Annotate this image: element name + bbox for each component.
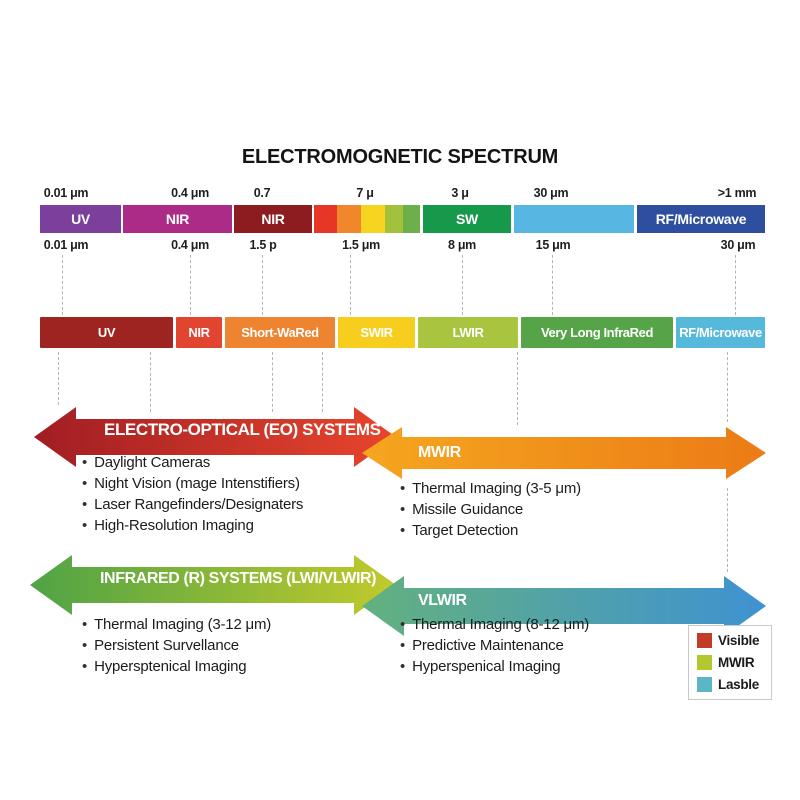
tick-label-below: 15 μm [535, 238, 571, 252]
dashed-connector [735, 255, 736, 315]
eo-systems-bullet-list: Daylight Cameras Night Vision (mage Inte… [82, 452, 303, 536]
list-item: Thermal Imaging (8-12 μm) [400, 614, 589, 635]
band-label: Short-WaRed [241, 325, 319, 340]
tick-label-below: 0.4 μm [171, 238, 209, 252]
list-item: Persistent Survellance [82, 635, 271, 656]
list-item: Laser Rangefinders/Designaters [82, 494, 303, 515]
band-segment-very-long-infrared: Very Long InfraRed [521, 317, 673, 348]
segment-label: SW [456, 211, 478, 227]
infrared-systems-bullet-list: Thermal Imaging (3-12 μm) Persistent Sur… [82, 614, 271, 677]
legend-swatch-icon [697, 677, 712, 692]
vlwir-title: VLWIR [418, 592, 467, 609]
band-segment-lwir: LWIR [418, 317, 518, 348]
band-label: LWIR [452, 325, 484, 340]
legend: Visible MWIR Lasble [688, 625, 772, 700]
band-label: UV [97, 325, 116, 340]
tick-label-above: 3 μ [451, 186, 469, 200]
spectrum-segment-rf-microwave: RF/Microwave [637, 205, 765, 233]
dashed-connector [517, 352, 518, 425]
dashed-connector [727, 352, 728, 422]
dashed-connector [272, 352, 273, 412]
list-item: Thermal Imaging (3-5 μm) [400, 478, 581, 499]
tick-label-above: 0.7 [253, 186, 271, 200]
segment-label: UV [71, 211, 90, 227]
page-title: ELECTROMOGNETIC SPECTRUM [241, 146, 559, 168]
spectrum-segment-visible-yellow [361, 205, 385, 233]
mwir-bullet-list: Thermal Imaging (3-5 μm) Missile Guidanc… [400, 478, 581, 541]
tick-label-below: 1.5 p [249, 238, 277, 252]
dashed-connector [190, 255, 191, 315]
list-item: Target Detection [400, 520, 581, 541]
spectrum-segment-lightblue [514, 205, 634, 233]
tick-label-below: 8 μm [448, 238, 476, 252]
list-item: High-Resolution Imaging [82, 515, 303, 536]
spectrum-segment-visible-orange [337, 205, 361, 233]
tick-label-below: 0.01 μm [43, 238, 89, 252]
band-segment-short-wared: Short-WaRed [225, 317, 335, 348]
legend-swatch-icon [697, 655, 712, 670]
tick-label-above: 30 μm [533, 186, 569, 200]
tick-label-above: >1 mm [717, 186, 757, 200]
spectrum-segment-visible-green [403, 205, 420, 233]
segment-label: RF/Microwave [655, 211, 747, 227]
band-label: Very Long InfraRed [541, 325, 653, 340]
tick-label-above: 0.4 μm [171, 186, 209, 200]
infrared-systems-arrow [30, 555, 396, 615]
eo-systems-title: ELECTRO-OPTICAL (EO) SYSTEMS [104, 420, 381, 439]
band-label: NIR [188, 325, 210, 340]
legend-item-lasble: Lasble [697, 677, 771, 692]
legend-label: MWIR [718, 655, 755, 670]
infrared-systems-title: INFRARED (R) SYSTEMS (LWI/VLWIR) [100, 570, 377, 587]
tick-label-above: 7 μ [356, 186, 374, 200]
legend-label: Lasble [718, 677, 759, 692]
dashed-connector [150, 352, 151, 412]
band-segment-nir: NIR [176, 317, 222, 348]
band-segment-swir: SWIR [338, 317, 415, 348]
spectrum-segment-sw: SW [423, 205, 511, 233]
spectrum-segment-nir: NIR [123, 205, 232, 233]
spectrum-segment-visible-red [314, 205, 337, 233]
dashed-connector [462, 255, 463, 315]
band-segment-uv: UV [40, 317, 173, 348]
list-item: Predictive Maintenance [400, 635, 589, 656]
tick-label-below: 1.5 μm [342, 238, 380, 252]
list-item: Daylight Cameras [82, 452, 303, 473]
list-item: Hypersptenical Imaging [82, 656, 271, 677]
mwir-title: MWIR [418, 444, 461, 461]
legend-item-mwir: MWIR [697, 655, 771, 670]
band-label: RF/Microwave [679, 325, 762, 340]
dashed-connector [350, 255, 351, 315]
band-segment-rf-microwave: RF/Microwave [676, 317, 765, 348]
band-label: SWIR [360, 325, 393, 340]
spectrum-segment-visible-lightgreen [385, 205, 403, 233]
dashed-connector [62, 255, 63, 315]
dashed-connector [727, 488, 728, 572]
tick-label-above: 0.01 μm [43, 186, 89, 200]
dashed-connector [262, 255, 263, 315]
dashed-connector [322, 352, 323, 412]
segment-label: NIR [165, 211, 190, 227]
segment-label: NIR [261, 211, 285, 227]
list-item: Night Vision (mage Intenstifiers) [82, 473, 303, 494]
list-item: Missile Guidance [400, 499, 581, 520]
list-item: Thermal Imaging (3-12 μm) [82, 614, 271, 635]
dashed-connector [58, 352, 59, 405]
dashed-connector [552, 255, 553, 315]
list-item: Hyperspenical Imaging [400, 656, 589, 677]
vlwir-bullet-list: Thermal Imaging (8-12 μm) Predictive Mai… [400, 614, 589, 677]
legend-swatch-icon [697, 633, 712, 648]
spectrum-segment-uv: UV [40, 205, 121, 233]
tick-label-below: 30 μm [720, 238, 756, 252]
spectrum-segment-nir2: NIR [234, 205, 312, 233]
legend-label: Visible [718, 633, 760, 648]
legend-item-visible: Visible [697, 633, 771, 648]
mwir-arrow [362, 427, 766, 479]
